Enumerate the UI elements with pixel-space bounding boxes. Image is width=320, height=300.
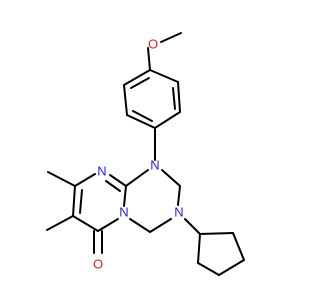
cyclopentyl-bond-3 xyxy=(218,259,245,276)
atom-label-group: O N N N N O xyxy=(93,37,184,272)
cyclopentyl-bond-5 xyxy=(197,233,201,264)
c7-methyl-bond xyxy=(46,215,74,231)
benzene-bond-5 xyxy=(123,84,128,116)
benzene-bond-3 xyxy=(154,111,181,129)
triazine-n5-c9a-bond xyxy=(123,185,127,207)
cyclopentyl-bond-2 xyxy=(232,232,245,261)
bond-group xyxy=(46,32,245,276)
methoxy-methyl-bond xyxy=(160,32,182,43)
pyrimidine-n-label: N xyxy=(97,164,106,179)
bridgehead-n-label: N xyxy=(119,205,128,220)
pyrimidine-c8-c7-bond xyxy=(72,185,76,217)
benzene-bond-1 xyxy=(149,69,179,83)
pyrimidine-c6-n5-bond xyxy=(97,218,119,232)
n1-label: N xyxy=(150,158,159,173)
triazine-c4-n5-bond xyxy=(129,218,151,233)
cyclopentyl-bond-1 xyxy=(199,232,234,235)
triazine-c9a-n1-bond xyxy=(125,169,149,187)
benzene-bond-6 xyxy=(123,69,151,86)
methoxy-ring-bond xyxy=(147,47,151,71)
benzene-bond-4 xyxy=(126,114,156,129)
molecule-structure-diagram: O N N N N O xyxy=(46,32,245,276)
pyrimidine-c8-c7-double-bond xyxy=(79,189,83,214)
benzene-double-bond-3 xyxy=(130,77,150,89)
benzene-bond-2 xyxy=(177,81,181,113)
pyrimidine-c9a-n9-double-bond xyxy=(105,180,121,192)
pyrimidine-c9a-n9-bond xyxy=(109,174,127,187)
cyclopentyl-bond-4 xyxy=(197,262,220,276)
benzene-double-bond-1 xyxy=(172,87,176,110)
pyrimidine-c7-c6-bond xyxy=(72,215,99,232)
carbonyl-oxygen-label: O xyxy=(93,257,103,272)
c8-methyl-bond xyxy=(47,171,76,187)
triazine-c2-n3-bond xyxy=(177,185,181,206)
methoxy-oxygen-label: O xyxy=(148,37,158,52)
triazine-n3-c4-bond xyxy=(149,218,172,233)
benzene-double-bond-2 xyxy=(132,110,153,122)
n3-label: N xyxy=(174,205,183,220)
n3-cyclopentyl-bond xyxy=(184,218,201,235)
pyrimidine-n9-c8-bond xyxy=(74,173,96,187)
triazine-n1-c2-bond xyxy=(161,169,181,187)
